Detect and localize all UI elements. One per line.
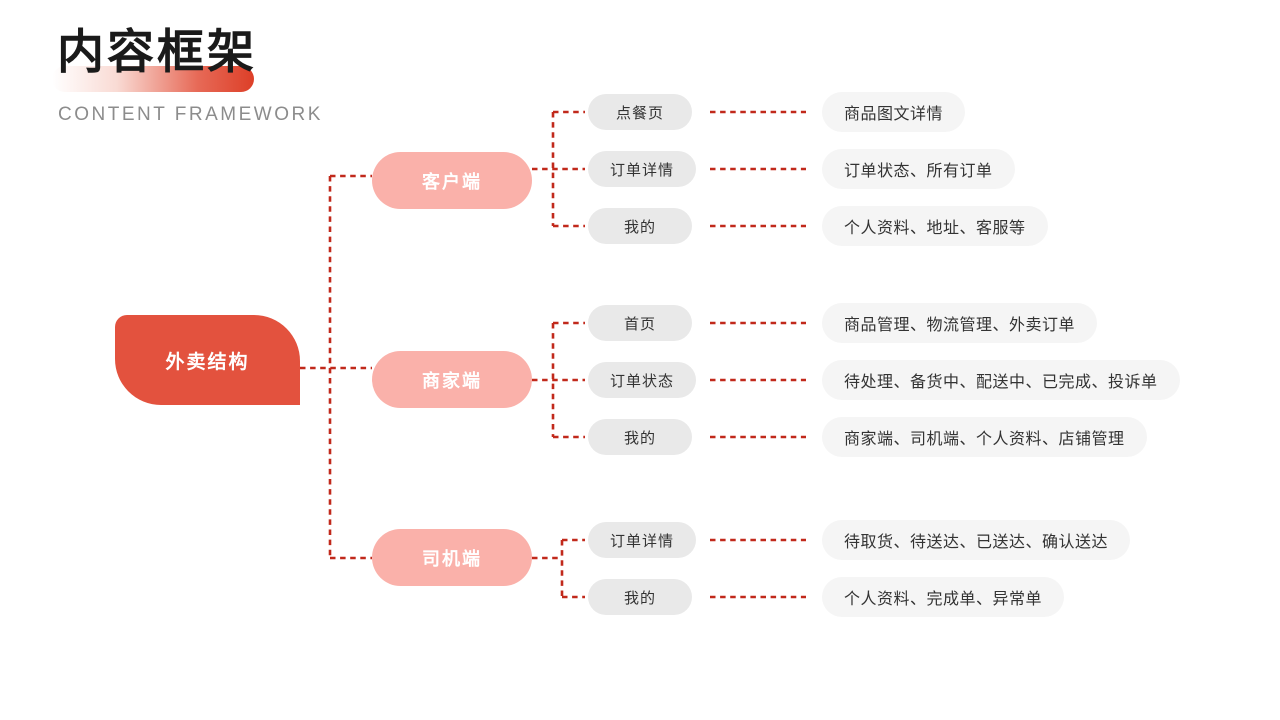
desc-node-customer-mine: 个人资料、地址、客服等 (822, 206, 1048, 246)
desc-node-order-detail: 订单状态、所有订单 (822, 149, 1015, 189)
child-node-driver-mine: 我的 (588, 579, 692, 615)
child-node-order-page: 点餐页 (588, 94, 692, 130)
page-subtitle: CONTENT FRAMEWORK (58, 104, 323, 125)
child-node-merchant-mine: 我的 (588, 419, 692, 455)
desc-node-merchant-mine: 商家端、司机端、个人资料、店铺管理 (822, 417, 1147, 457)
branch-node-driver: 司机端 (372, 529, 532, 586)
child-node-customer-mine: 我的 (588, 208, 692, 244)
child-node-driver-order-detail: 订单详情 (588, 522, 697, 558)
desc-node-driver-mine: 个人资料、完成单、异常单 (822, 577, 1065, 617)
child-node-home: 首页 (588, 305, 692, 341)
desc-node-driver-order-detail: 待取货、待送达、已送达、确认送达 (822, 520, 1131, 560)
desc-node-order-status: 待处理、备货中、配送中、已完成、投诉单 (822, 360, 1180, 400)
title-accent-swoosh (52, 66, 254, 92)
root-node: 外卖结构 (115, 315, 300, 405)
branch-node-merchant: 商家端 (372, 351, 532, 408)
desc-node-order-page: 商品图文详情 (822, 92, 966, 132)
header: 内容框架 CONTENT FRAMEWORK (0, 0, 400, 140)
child-node-order-status: 订单状态 (588, 362, 697, 398)
child-node-order-detail: 订单详情 (588, 151, 697, 187)
page-title: 内容框架 (57, 25, 257, 78)
desc-node-home: 商品管理、物流管理、外卖订单 (822, 303, 1098, 343)
branch-node-customer: 客户端 (372, 152, 532, 209)
